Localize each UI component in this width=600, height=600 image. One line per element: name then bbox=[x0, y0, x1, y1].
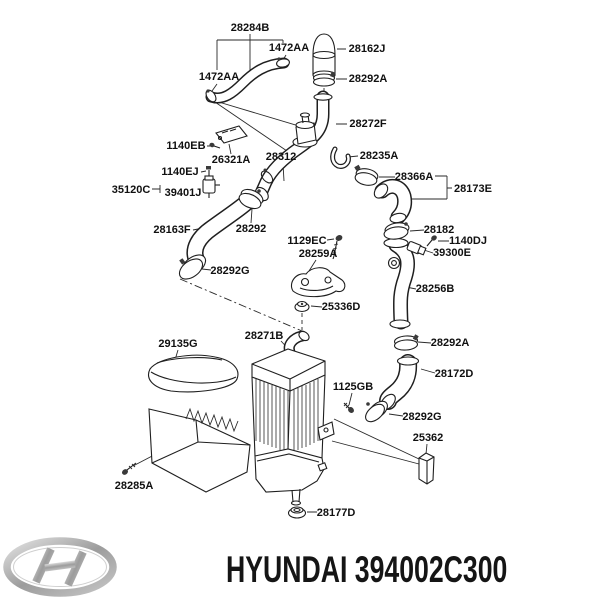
part-28271b-intercooler-drawing bbox=[251, 330, 335, 506]
part-label-28172D: 28172D bbox=[434, 368, 474, 380]
part-1472aa-clamps-drawing bbox=[205, 57, 290, 103]
hyundai-logo-h bbox=[32, 547, 87, 587]
part-label-39300E: 39300E bbox=[433, 247, 471, 259]
part-39300e-sensor-drawing bbox=[406, 241, 427, 256]
part-25362-pad-drawing bbox=[418, 452, 435, 485]
part-label-28312: 28312 bbox=[265, 151, 297, 163]
part-28173e-hose-drawing bbox=[373, 178, 413, 225]
part-label-1140EB: 1140EB bbox=[166, 140, 206, 152]
part-28235a-hook-drawing bbox=[330, 146, 351, 169]
part-label-28163F: 28163F bbox=[153, 224, 191, 236]
part-28292g-clamp-upper-drawing bbox=[178, 254, 207, 280]
part-28292g-clamp-lower-drawing bbox=[365, 400, 388, 423]
part-28285a-bolt-drawing bbox=[122, 462, 137, 475]
part-28312-assembly-drawing bbox=[292, 112, 318, 148]
part-label-28271B: 28271B bbox=[244, 330, 284, 342]
part-28177d-grommet-drawing bbox=[287, 506, 307, 519]
part-28272f-pipe-drawing bbox=[253, 90, 333, 203]
part-28292-clamp-drawing bbox=[238, 188, 264, 210]
part-label-35120C: 35120C bbox=[111, 184, 151, 196]
part-25336d-grommet-drawing bbox=[294, 300, 310, 313]
part-label-1140EJ: 1140EJ bbox=[161, 166, 199, 178]
part-1140ej-bolt-drawing bbox=[206, 166, 211, 177]
part-label-1129EC: 1129EC bbox=[287, 235, 327, 247]
part-28284b-hose-drawing bbox=[205, 57, 290, 104]
part-28259a-bracket-drawing bbox=[290, 267, 346, 298]
part-label-1472AA-right: 1472AA bbox=[268, 42, 310, 54]
part-39401j-valve-drawing bbox=[202, 175, 220, 198]
part-label-28366A: 28366A bbox=[394, 171, 434, 183]
part-1125gb-bolt-drawing bbox=[343, 402, 354, 413]
part-28292a-clamp-top-drawing bbox=[312, 71, 336, 87]
part-28182-clamp-drawing bbox=[383, 222, 410, 240]
footer-text: HYUNDAI 394002C300 bbox=[226, 549, 507, 591]
brand-text: HYUNDAI bbox=[226, 549, 348, 590]
hyundai-logo bbox=[3, 537, 117, 597]
part-label-25336D: 25336D bbox=[321, 301, 361, 313]
part-29135g-duct-drawing bbox=[148, 354, 251, 493]
part-label-28292: 28292 bbox=[235, 223, 267, 235]
part-label-28256B: 28256B bbox=[415, 283, 455, 295]
part-1129ec-bolt-drawing bbox=[332, 235, 343, 260]
part-label-28182: 28182 bbox=[423, 224, 455, 236]
part-26321a-bracket-drawing bbox=[215, 125, 248, 144]
part-28163f-hose-drawing bbox=[186, 194, 255, 270]
part-label-28272F: 28272F bbox=[349, 118, 387, 130]
part-28172d-hose-drawing bbox=[379, 354, 420, 411]
part-label-28292A-top: 28292A bbox=[348, 73, 388, 85]
part-label-1140DJ: 1140DJ bbox=[449, 235, 487, 247]
part-label-28259A: 28259A bbox=[298, 248, 338, 260]
part-label-28235A: 28235A bbox=[359, 150, 399, 162]
part-label-28292G-upper: 28292G bbox=[210, 265, 250, 277]
hyundai-logo-oval bbox=[3, 537, 117, 597]
part-28292a-clamp-lower-drawing bbox=[393, 334, 419, 351]
part-label-1472AA-left: 1472AA bbox=[198, 71, 240, 83]
part-label-28284B: 28284B bbox=[230, 22, 270, 34]
part-number-text: 394002C300 bbox=[354, 549, 508, 590]
part-28256b-hose-drawing bbox=[383, 237, 416, 330]
part-label-39401J: 39401J bbox=[164, 187, 202, 199]
part-label-28173E: 28173E bbox=[454, 183, 492, 195]
part-28366a-clamp-drawing bbox=[354, 164, 379, 186]
diagram-canvas bbox=[122, 33, 452, 519]
part-label-29135G: 29135G bbox=[158, 338, 198, 350]
part-label-28285A: 28285A bbox=[114, 480, 154, 492]
part-label-26321A: 26321A bbox=[211, 154, 251, 166]
part-1140eb-bolt-drawing bbox=[209, 142, 221, 149]
part-label-28162J: 28162J bbox=[348, 43, 386, 55]
part-1140dj-bolt-drawing bbox=[426, 235, 437, 247]
part-label-28177D: 28177D bbox=[316, 507, 356, 519]
part-label-28292A-lower: 28292A bbox=[430, 337, 470, 349]
part-label-28292G-lower: 28292G bbox=[402, 411, 442, 423]
part-label-1125GB: 1125GB bbox=[332, 381, 374, 393]
part-label-25362: 25362 bbox=[412, 432, 444, 444]
part-28162j-hose-drawing bbox=[312, 33, 336, 80]
